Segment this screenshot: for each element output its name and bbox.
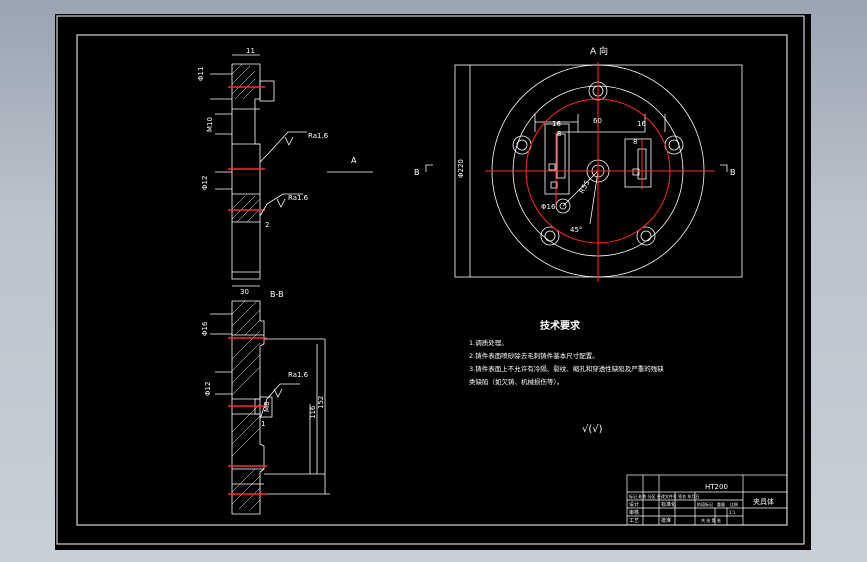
tb-material: HT200 xyxy=(705,483,728,491)
tb-designer: 设计 xyxy=(629,501,639,508)
roughness-1: Ra1.6 xyxy=(308,132,329,140)
a-view-centerlines xyxy=(485,62,715,282)
bb-vert-2: 152 xyxy=(317,396,325,409)
a-dim-hole: Φ16 xyxy=(541,203,556,211)
dim-top-width: 11 xyxy=(246,47,255,55)
bb-dim-2: Φ12 xyxy=(204,382,212,396)
bb-vert-1: 116 xyxy=(309,405,317,419)
left-section-centerlines xyxy=(228,86,265,211)
tb-process: 工艺 xyxy=(629,518,639,524)
a-dim-small-8a: 8 xyxy=(557,130,561,138)
tb-standard: 标准化 xyxy=(661,501,676,508)
cut-b-left: B xyxy=(414,168,420,177)
tb-stage: 阶段标记 xyxy=(697,501,713,507)
inner-frame xyxy=(76,34,788,526)
outer-frame xyxy=(56,15,805,545)
tb-row-header: 标记 处数 分区 更改文件号 签名 年月日 xyxy=(629,493,699,499)
left-section-view: 11 30 xyxy=(210,47,275,296)
roughness-symbols-top xyxy=(259,131,307,217)
cut-b-right: B xyxy=(730,168,736,177)
notes-title: 技术要求 xyxy=(540,319,581,332)
a-dim-left-16: 16 xyxy=(552,120,561,128)
notes-line-4: 类缺陷（如欠铸、机械损伤等）。 xyxy=(469,377,563,386)
notes-line-2: 2.铸件表面喷砂除去毛刺铸件基本尺寸配置。 xyxy=(469,351,599,360)
dim-side-1: Φ11 xyxy=(197,67,205,81)
surface-symbol: √(√) xyxy=(582,424,603,435)
bb-dim-1: Φ16 xyxy=(201,321,209,336)
dim-side-4: 2 xyxy=(265,221,269,229)
bb-roughness: Ra1.6 xyxy=(288,371,309,379)
dim-side-2: M10 xyxy=(206,117,214,132)
cad-drawing: 11 30 Φ11 M10 Φ12 2 xyxy=(56,15,805,545)
a-dim-diameter: Φ220 xyxy=(457,159,465,178)
tb-scale-value: 1:1 xyxy=(729,510,736,515)
title-block xyxy=(626,474,788,526)
tb-weight: 重量 xyxy=(717,501,725,507)
bb-small: M8 xyxy=(263,402,271,413)
notes-line-3: 3.铸件表面上不允许有冷隔、裂纹、缩孔和穿透性缺陷及严重的残缺 xyxy=(469,364,664,373)
bb-dim-4: 1 xyxy=(261,420,265,428)
tb-sheet: 共 张 第 张 xyxy=(701,517,721,523)
a-dim-angle: 45° xyxy=(570,226,582,234)
a-view-title: A 向 xyxy=(590,45,608,57)
notes-line-1: 1.调质处理。 xyxy=(469,338,508,347)
section-bb-centerlines xyxy=(228,337,267,495)
tb-approve: 批准 xyxy=(661,517,671,524)
tb-scale: 比例 xyxy=(730,501,738,507)
a-dim-mid-60: 60 xyxy=(593,117,602,125)
section-bb-title: B-B xyxy=(270,290,284,299)
tb-check: 审核 xyxy=(629,509,639,516)
drawing-viewport: 11 30 Φ11 M10 Φ12 2 xyxy=(55,14,811,550)
view-arrow-a-label: A xyxy=(351,156,357,165)
dim-side-3: Φ12 xyxy=(201,176,209,190)
dim-bottom-width: 30 xyxy=(240,288,249,296)
roughness-2: Ra1.6 xyxy=(288,194,309,202)
a-dim-small-8b: 8 xyxy=(633,138,637,146)
a-dim-radius: R55 xyxy=(578,179,592,195)
section-bb-view xyxy=(210,300,330,515)
a-dim-right-16: 16 xyxy=(637,120,646,128)
tb-part-name: 夹具体 xyxy=(753,497,774,506)
